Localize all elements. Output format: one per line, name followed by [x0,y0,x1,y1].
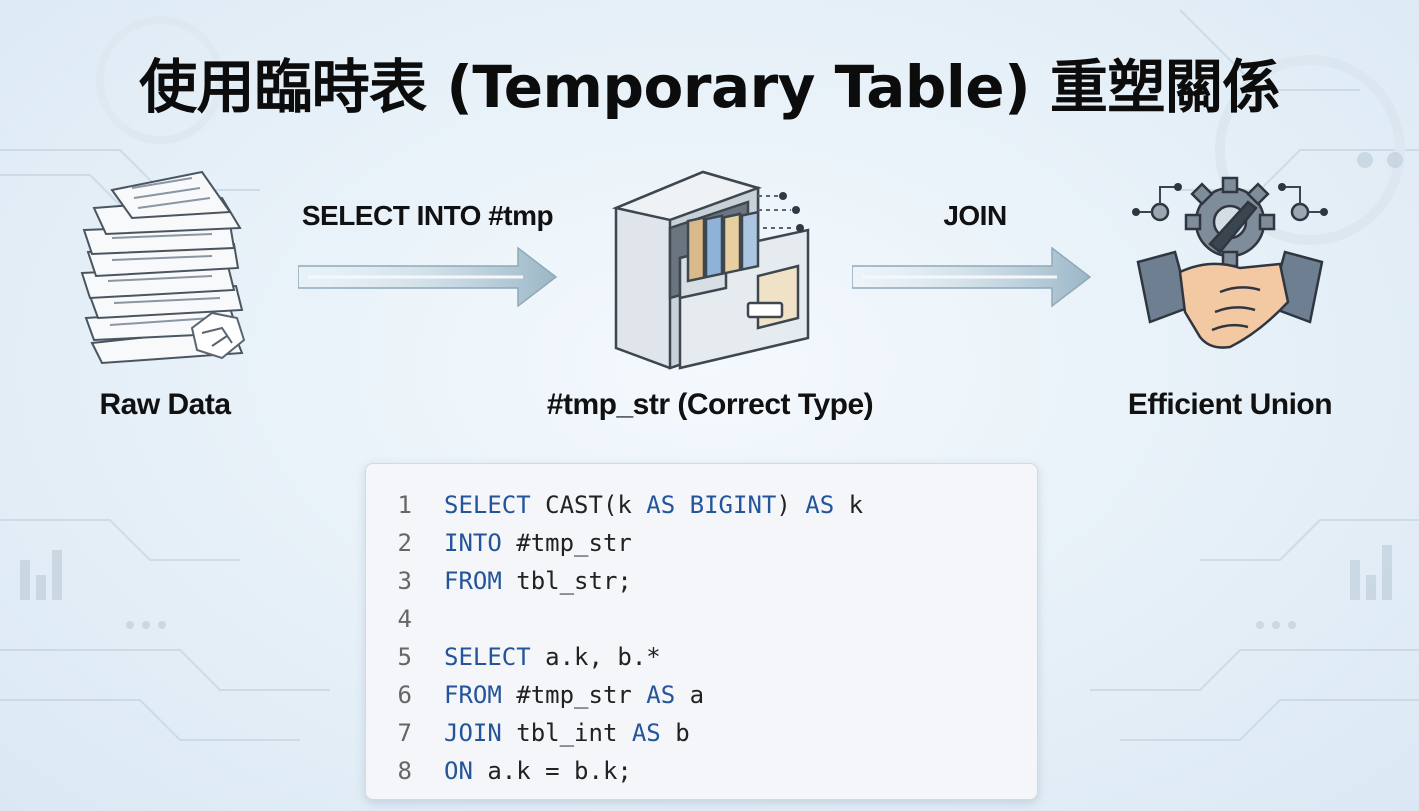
line-number: 3 [397,567,412,595]
arrow-label-join: JOIN [943,200,1007,231]
code-text: CAST(k [530,491,647,519]
code-text: #tmp_str [501,681,647,709]
code-text: a.k, b.* [530,643,661,671]
file-cabinet-icon [611,170,810,370]
code-line: 6 FROM #tmp_str AS a [366,676,1037,714]
arrow-label-select-into: SELECT INTO #tmp [301,200,554,231]
arrow-right-icon [298,246,558,308]
handshake-gear-icon [1132,176,1328,349]
code-line: 8 ON a.k = b.k; [366,752,1037,790]
code-text: a [675,681,705,709]
keyword: INTO [444,529,502,557]
keyword: ON [444,757,473,785]
paper-stack-icon [80,170,246,365]
arrow-right-icon [852,246,1092,308]
line-number: 6 [397,681,412,709]
keyword: AS [646,681,676,709]
keyword: SELECT [444,643,531,671]
code-line: 7 JOIN tbl_int AS b [366,714,1037,752]
code-line: 1 SELECT CAST(k AS BIGINT) AS k [366,486,1037,524]
code-text: #tmp_str [501,529,632,557]
keyword: JOIN [444,719,502,747]
keyword: AS [805,491,835,519]
keyword: FROM [444,681,502,709]
line-number: 5 [397,643,412,671]
keyword: AS [646,491,676,519]
keyword: BIGINT [689,491,777,519]
keyword: AS [631,719,661,747]
code-line: 3 FROM tbl_str; [366,562,1037,600]
stage-label-raw: Raw Data [99,388,231,421]
keyword: SELECT [444,491,531,519]
code-text: a.k = b.k; [472,757,632,785]
code-text: tbl_str; [501,567,632,595]
code-line: 2 INTO #tmp_str [366,524,1037,562]
line-number: 1 [397,491,412,519]
code-text: k [834,491,864,519]
page-title: 使用臨時表 (Temporary Table) 重塑關係 [139,53,1280,121]
code-line: 5 SELECT a.k, b.* [366,638,1037,676]
code-text: tbl_int [501,719,632,747]
stage-label-union: Efficient Union [1127,388,1333,421]
code-text: ) [776,491,806,519]
line-number: 4 [397,605,412,633]
keyword: FROM [444,567,502,595]
line-number: 2 [397,529,412,557]
line-number: 7 [397,719,412,747]
line-number: 8 [397,757,412,785]
code-text: b [660,719,690,747]
stage-label-tmp: #tmp_str (Correct Type) [546,388,874,421]
code-line: 4 [366,600,1037,638]
code-text [675,491,689,519]
